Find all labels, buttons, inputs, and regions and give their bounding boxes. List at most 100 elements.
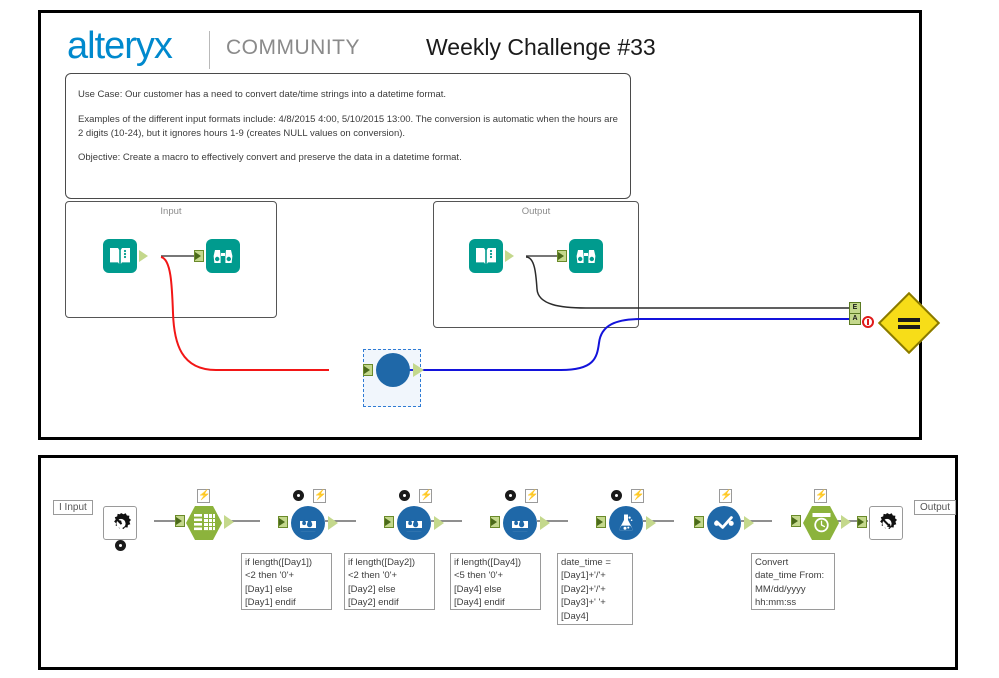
output-data-icon — [469, 239, 503, 273]
multi-field-formula-icon — [609, 506, 643, 540]
description-box: Use Case: Our customer has a need to con… — [65, 73, 631, 199]
lightning-icon: ⚡ — [719, 489, 733, 503]
formula-1-output-anchor[interactable] — [328, 516, 338, 530]
lightning-icon: ⚡ — [814, 489, 828, 503]
formula-tool-icon — [503, 506, 537, 540]
select-output-anchor[interactable] — [224, 515, 234, 529]
multi-row-formula-icon — [707, 506, 741, 540]
input-container[interactable]: Input — [65, 201, 277, 318]
macro-input-config-badge — [115, 540, 126, 551]
alteryx-logo: alteryx — [67, 25, 173, 67]
beaker-drop-icon — [406, 517, 422, 532]
beaker-drop-icon — [300, 517, 316, 532]
trend-dots-icon — [714, 516, 734, 529]
multi-row-output-anchor[interactable] — [744, 516, 754, 530]
formula-1-annotation: if length([Day1]) <2 then '0'+ [Day1] el… — [241, 553, 332, 610]
browse-icon — [206, 239, 240, 273]
lightning-icon: ⚡ — [631, 489, 645, 503]
macro-input-tag: I Input — [53, 500, 93, 515]
multi-row-formula-tool[interactable]: ⚡ — [694, 489, 754, 540]
formula-1-input-anchor[interactable] — [278, 516, 288, 528]
select-tool[interactable]: ⚡ — [175, 489, 234, 540]
input-data-icon — [103, 239, 137, 273]
beaker-drop-icon — [512, 517, 528, 532]
top-workflow-panel: alteryx COMMUNITY Weekly Challenge #33 U… — [38, 10, 941, 440]
formula-3-annotation: if length([Day4]) <5 then '0'+ [Day4] el… — [450, 553, 541, 610]
equals-icon-top — [898, 318, 920, 322]
book-icon — [476, 248, 496, 264]
select-tool-icon — [186, 506, 222, 540]
community-label: COMMUNITY — [226, 36, 360, 59]
macro-output-tool[interactable] — [857, 506, 903, 540]
lightning-icon: ⚡ — [313, 489, 327, 503]
datetime-annotation: Convert date_time From: MM/dd/yyyy hh:mm… — [751, 553, 835, 610]
lightning-icon: ⚡ — [525, 489, 539, 503]
formula-tool-3[interactable]: ⚡ — [490, 489, 550, 540]
input-data-output-anchor[interactable] — [139, 250, 148, 262]
header-divider — [209, 31, 210, 69]
formula-3-output-anchor[interactable] — [540, 516, 550, 530]
datetime-input-anchor[interactable] — [791, 515, 801, 527]
datetime-macro-node[interactable] — [363, 353, 424, 387]
formula-3-config-badge — [505, 490, 516, 501]
use-case-text: Use Case: Our customer has a need to con… — [78, 89, 447, 100]
multi-field-input-anchor[interactable] — [596, 516, 606, 528]
multi-field-config-badge — [611, 490, 622, 501]
flask-icon — [619, 514, 633, 531]
gear-arrow-in-icon — [114, 513, 131, 530]
multi-field-formula-tool[interactable]: ⚡ — [596, 489, 656, 540]
test-compare-tool[interactable] — [877, 291, 941, 355]
gear-arrow-out-icon — [880, 513, 897, 530]
browse-icon — [569, 239, 603, 273]
book-icon — [110, 248, 130, 264]
page-title: Weekly Challenge #33 — [426, 34, 656, 60]
browse-input-anchor[interactable] — [194, 250, 204, 262]
binoculars-icon — [576, 250, 596, 263]
diamond-shape — [877, 291, 941, 355]
multi-row-input-anchor[interactable] — [694, 516, 704, 528]
input-data-tool[interactable] — [103, 239, 148, 273]
browse-tool-output[interactable] — [557, 239, 603, 273]
macro-input-icon — [103, 506, 137, 540]
formula-3-input-anchor[interactable] — [490, 516, 500, 528]
table-icon — [194, 514, 215, 531]
macro-circle-icon — [376, 353, 410, 387]
formula-2-output-anchor[interactable] — [434, 516, 444, 530]
browse-output-input-anchor[interactable] — [557, 250, 567, 262]
macro-input-tool[interactable] — [103, 506, 137, 551]
macro-output-anchor[interactable] — [413, 363, 424, 377]
macro-output-tag: Output — [914, 500, 957, 515]
lightning-icon: ⚡ — [419, 489, 433, 503]
compare-anchor-a[interactable]: A — [849, 313, 861, 325]
browse-tool-input[interactable] — [194, 239, 240, 273]
clock-icon — [812, 513, 831, 533]
datetime-output-anchor[interactable] — [841, 515, 851, 529]
formula-tool-icon — [291, 506, 325, 540]
input-container-label: Input — [160, 206, 182, 217]
formula-tool-1[interactable]: ⚡ — [278, 489, 338, 540]
output-data-tool[interactable] — [469, 239, 514, 273]
binoculars-icon — [213, 250, 233, 263]
output-container-label: Output — [521, 206, 551, 217]
datetime-tool-icon — [803, 506, 839, 540]
multi-field-output-anchor[interactable] — [646, 516, 656, 530]
select-input-anchor[interactable] — [175, 515, 185, 527]
output-container[interactable]: Output — [433, 201, 639, 328]
macro-input-anchor[interactable] — [363, 364, 373, 376]
compare-error-badge — [862, 316, 874, 328]
output-data-output-anchor[interactable] — [505, 250, 514, 262]
formula-1-config-badge — [293, 490, 304, 501]
examples-text: Examples of the different input formats … — [78, 113, 618, 139]
datetime-tool[interactable]: ⚡ — [791, 489, 851, 540]
equals-icon-bottom — [898, 325, 920, 329]
formula-2-config-badge — [399, 490, 410, 501]
formula-2-input-anchor[interactable] — [384, 516, 394, 528]
macro-output-input-anchor[interactable] — [857, 516, 867, 528]
multi-field-annotation: date_time = [Day1]+'/'+ [Day2]+'/'+ [Day… — [557, 553, 633, 625]
lightning-icon: ⚡ — [197, 489, 211, 503]
formula-tool-icon — [397, 506, 431, 540]
formula-tool-2[interactable]: ⚡ — [384, 489, 444, 540]
macro-workflow-panel: I Input — [38, 455, 958, 670]
objective-text: Objective: Create a macro to effectively… — [78, 152, 462, 164]
